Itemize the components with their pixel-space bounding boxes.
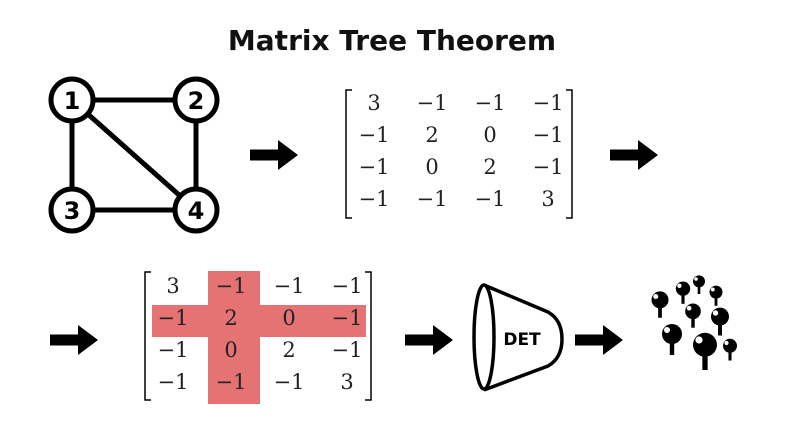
matrix-right-bracket — [365, 271, 372, 401]
graph-edges — [69, 97, 199, 213]
matrix-cell: −1 — [216, 274, 247, 298]
node-4: 4 — [172, 186, 220, 234]
matrix-cell: −1 — [332, 306, 363, 330]
node-3-label: 3 — [64, 197, 81, 225]
tree-icon — [709, 285, 723, 306]
matrix-cell: 0 — [483, 123, 496, 147]
det-label: DET — [503, 330, 541, 350]
tree-icon — [675, 281, 691, 304]
matrix-cell: 3 — [367, 91, 380, 115]
tree-icon — [723, 338, 737, 361]
arrow-right-icon — [50, 325, 98, 355]
matrix-cell: −1 — [417, 187, 448, 211]
node-2-label: 2 — [188, 87, 205, 115]
matrix-cell: −1 — [359, 187, 390, 211]
matrix-cell: 2 — [425, 123, 438, 147]
reduced-matrix: 3 −1 −1 −1 −1 2 0 −1 −1 0 2 −1 −1 −1 −1 3 — [144, 271, 372, 404]
laplacian-matrix: 3 −1 −1 −1 −1 2 0 −1 −1 0 2 −1 −1 −1 −1 3 — [345, 89, 573, 219]
matrix-cell: −1 — [332, 274, 363, 298]
highlight-row — [152, 305, 366, 337]
tree-icon — [685, 303, 701, 328]
matrix-cell: −1 — [359, 123, 390, 147]
node-2: 2 — [172, 76, 220, 124]
matrix-cell: −1 — [475, 187, 506, 211]
matrix-cell: 2 — [282, 338, 295, 362]
node-1: 1 — [48, 76, 96, 124]
matrix-cell: 0 — [425, 155, 438, 179]
node-1-label: 1 — [64, 87, 81, 115]
node-4-label: 4 — [188, 197, 205, 225]
matrix-cell: −1 — [158, 338, 189, 362]
matrix-cell: −1 — [475, 91, 506, 115]
tree-icon — [711, 307, 729, 336]
matrix-cell: −1 — [533, 91, 564, 115]
matrix-cell: 3 — [166, 274, 179, 298]
matrix-right-bracket — [566, 89, 573, 219]
matrix-cell: 3 — [340, 370, 353, 394]
forest-icon — [651, 275, 737, 370]
matrix-cell: 2 — [483, 155, 496, 179]
tree-icon — [651, 291, 669, 318]
arrow-right-icon — [250, 140, 298, 170]
matrix-cell: −1 — [158, 306, 189, 330]
matrix-left-bracket — [144, 271, 151, 401]
matrix-cell: −1 — [274, 370, 305, 394]
matrix-cell: 0 — [282, 306, 295, 330]
determinant-funnel-icon: DET — [472, 283, 564, 392]
arrow-right-icon — [405, 325, 453, 355]
tree-icon — [693, 332, 717, 370]
graph: 1 2 3 4 — [48, 76, 220, 234]
matrix-cell: −1 — [359, 155, 390, 179]
highlight-column — [208, 271, 260, 404]
node-3: 3 — [48, 186, 96, 234]
tree-icon — [693, 275, 705, 294]
matrix-cell: −1 — [332, 338, 363, 362]
matrix-cell: −1 — [274, 274, 305, 298]
arrow-right-icon — [610, 140, 658, 170]
matrix-cell: −1 — [158, 370, 189, 394]
arrow-right-icon — [575, 325, 623, 355]
matrix-cell: −1 — [216, 370, 247, 394]
page-title: Matrix Tree Theorem — [228, 24, 556, 57]
tree-icon — [662, 324, 682, 355]
matrix-cell: −1 — [417, 91, 448, 115]
matrix-cell: 0 — [224, 338, 237, 362]
matrix-left-bracket — [345, 89, 352, 219]
matrix-cell: 2 — [224, 306, 237, 330]
edge-1-4 — [69, 97, 199, 213]
matrix-cell: 3 — [541, 187, 554, 211]
matrix-cell: −1 — [533, 155, 564, 179]
matrix-cell: −1 — [533, 123, 564, 147]
